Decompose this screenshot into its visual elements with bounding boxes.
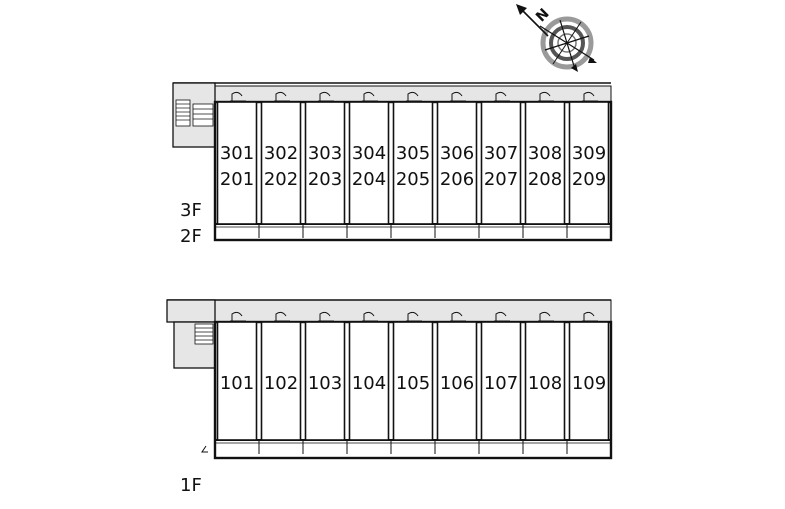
unit-number: 104 xyxy=(352,373,386,394)
unit-cell xyxy=(392,321,434,441)
door-icon xyxy=(450,91,466,102)
unit-cell xyxy=(568,321,610,441)
door-icon xyxy=(494,91,510,102)
upper-building: 301 201 302 202 303 203 304 204 305 205 306 206 307 2… xyxy=(172,82,613,242)
unit-number: 105 xyxy=(396,373,430,394)
unit-cell xyxy=(216,101,258,225)
lower-corridor xyxy=(214,299,612,323)
unit-cell xyxy=(348,321,390,441)
door-icon xyxy=(406,91,422,102)
unit-number: 303 xyxy=(308,143,342,164)
door-icon xyxy=(318,91,334,102)
door-icon xyxy=(582,311,598,322)
unit-cell xyxy=(436,321,478,441)
unit-cell xyxy=(480,321,522,441)
unit-cell xyxy=(392,101,434,225)
door-icon xyxy=(362,311,378,322)
unit-number: 108 xyxy=(528,373,562,394)
compass-rose-icon xyxy=(516,4,597,72)
lower-stairwell xyxy=(166,299,216,323)
unit-number: 204 xyxy=(352,169,386,190)
unit-number: 309 xyxy=(572,143,606,164)
unit-cell xyxy=(348,101,390,225)
unit-cell xyxy=(480,101,522,225)
door-icon xyxy=(362,91,378,102)
unit-number: 209 xyxy=(572,169,606,190)
upper-corridor xyxy=(214,85,612,103)
unit-cell xyxy=(260,101,302,225)
unit-cell xyxy=(524,101,566,225)
door-icon xyxy=(274,91,290,102)
unit-number: 304 xyxy=(352,143,386,164)
unit-number: 308 xyxy=(528,143,562,164)
floor-label-1f: 1F xyxy=(180,475,202,496)
door-icon xyxy=(406,311,422,322)
unit-number: 102 xyxy=(264,373,298,394)
unit-number: 207 xyxy=(484,169,518,190)
door-icon xyxy=(230,91,246,102)
unit-number: 205 xyxy=(396,169,430,190)
door-icon xyxy=(494,311,510,322)
floor-label-2f: 2F xyxy=(180,226,202,247)
door-icon xyxy=(582,91,598,102)
unit-cell xyxy=(524,321,566,441)
unit-number: 307 xyxy=(484,143,518,164)
unit-number: 103 xyxy=(308,373,342,394)
unit-number: 203 xyxy=(308,169,342,190)
unit-cell xyxy=(436,101,478,225)
lower-building: 101 102 103 104 105 106 107 108 109 xyxy=(166,299,613,460)
unit-number: 305 xyxy=(396,143,430,164)
door-icon xyxy=(274,311,290,322)
door-icon xyxy=(538,91,554,102)
unit-cell xyxy=(304,321,346,441)
unit-number: 106 xyxy=(440,373,474,394)
door-icon xyxy=(230,311,246,322)
unit-cell xyxy=(568,101,610,225)
entrance-marker xyxy=(201,445,208,453)
unit-number: 301 xyxy=(220,143,254,164)
floor-label-3f: 3F xyxy=(180,200,202,221)
door-icon xyxy=(450,311,466,322)
compass-north-label: N xyxy=(533,6,553,26)
unit-number: 302 xyxy=(264,143,298,164)
unit-number: 101 xyxy=(220,373,254,394)
unit-number: 202 xyxy=(264,169,298,190)
unit-number: 107 xyxy=(484,373,518,394)
unit-cell xyxy=(304,101,346,225)
unit-cell xyxy=(216,321,258,441)
door-icon xyxy=(318,311,334,322)
unit-number: 208 xyxy=(528,169,562,190)
unit-number: 109 xyxy=(572,373,606,394)
door-icon xyxy=(538,311,554,322)
unit-number: 306 xyxy=(440,143,474,164)
unit-number: 201 xyxy=(220,169,254,190)
unit-cell xyxy=(260,321,302,441)
unit-number: 206 xyxy=(440,169,474,190)
